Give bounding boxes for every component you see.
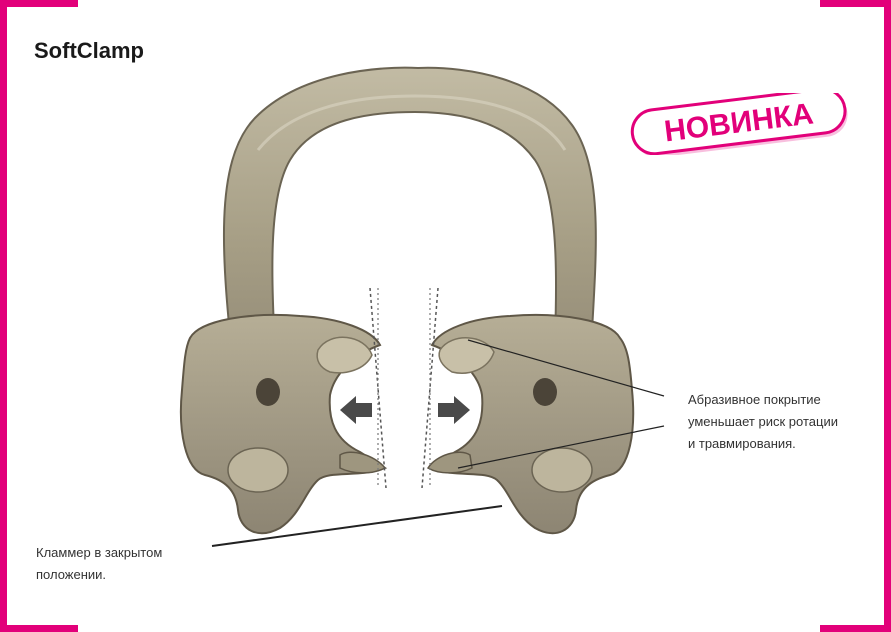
abrasive-callout-line-3: и травмирования. [688, 433, 838, 455]
abrasive-callout-line-2: уменьшает риск ротации [688, 411, 838, 433]
abrasive-callout-line-1: Абразивное покрытие [688, 389, 838, 411]
closed-position-callout: Кламмер в закрытом положении. [36, 542, 162, 586]
closed-callout-line-2: положении. [36, 564, 162, 586]
new-badge: НОВИНКА [630, 93, 855, 155]
closed-callout-line-1: Кламмер в закрытом [36, 542, 162, 564]
abrasive-coating-callout: Абразивное покрытие уменьшает риск ротац… [688, 389, 838, 455]
